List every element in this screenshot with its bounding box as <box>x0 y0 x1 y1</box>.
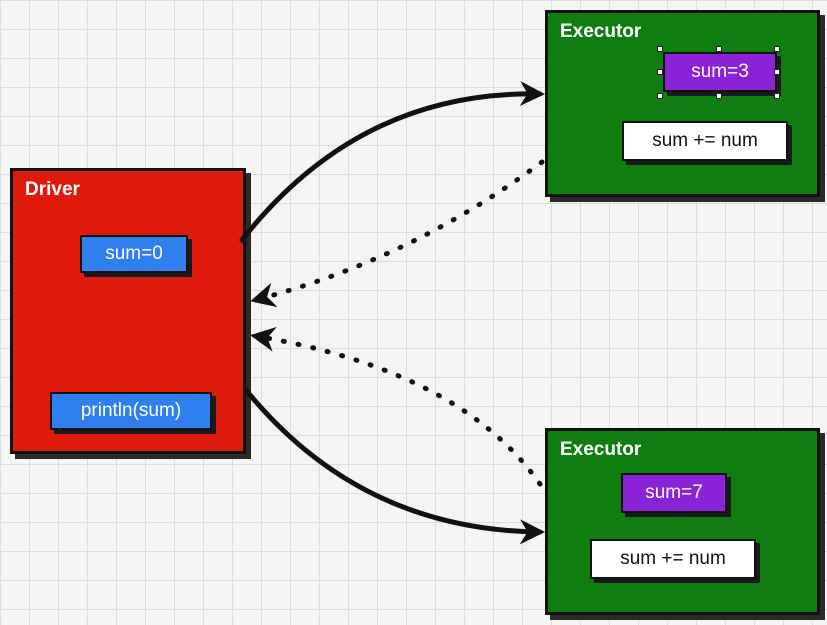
driver-title: Driver <box>25 179 80 200</box>
arrow-top-executor-to-driver <box>250 159 545 308</box>
selection-handle-top-right[interactable] <box>774 46 780 52</box>
driver-sum-chip[interactable]: sum=0 <box>80 235 188 273</box>
arrow-driver-to-top-executor <box>239 81 545 243</box>
selection-handle-bottom-middle[interactable] <box>716 93 722 99</box>
driver-println-chip[interactable]: println(sum) <box>50 392 212 430</box>
selection-handle-bottom-right[interactable] <box>774 93 780 99</box>
driver-box[interactable]: Driver sum=0 println(sum) <box>10 168 246 454</box>
executor-top-op-chip[interactable]: sum += num <box>622 121 788 161</box>
executor-bottom-op-chip[interactable]: sum += num <box>590 539 756 579</box>
selection-handle-middle-left[interactable] <box>657 69 663 75</box>
arrow-bottom-executor-to-driver <box>250 326 543 487</box>
selection-handle-bottom-left[interactable] <box>657 93 663 99</box>
executor-top-title: Executor <box>560 21 642 42</box>
executor-bottom-sum-chip[interactable]: sum=7 <box>621 473 727 513</box>
executor-top-box[interactable]: Executor sum=3 sum += num <box>545 10 820 197</box>
selection-handle-middle-right[interactable] <box>774 69 780 75</box>
executor-top-sum-chip[interactable]: sum=3 <box>663 52 777 92</box>
executor-bottom-title: Executor <box>560 439 642 460</box>
selection-handle-top-middle[interactable] <box>716 46 722 52</box>
selection-handle-top-left[interactable] <box>657 46 663 52</box>
executor-bottom-box[interactable]: Executor sum=7 sum += num <box>545 428 820 615</box>
arrow-driver-to-bottom-executor <box>243 387 545 545</box>
